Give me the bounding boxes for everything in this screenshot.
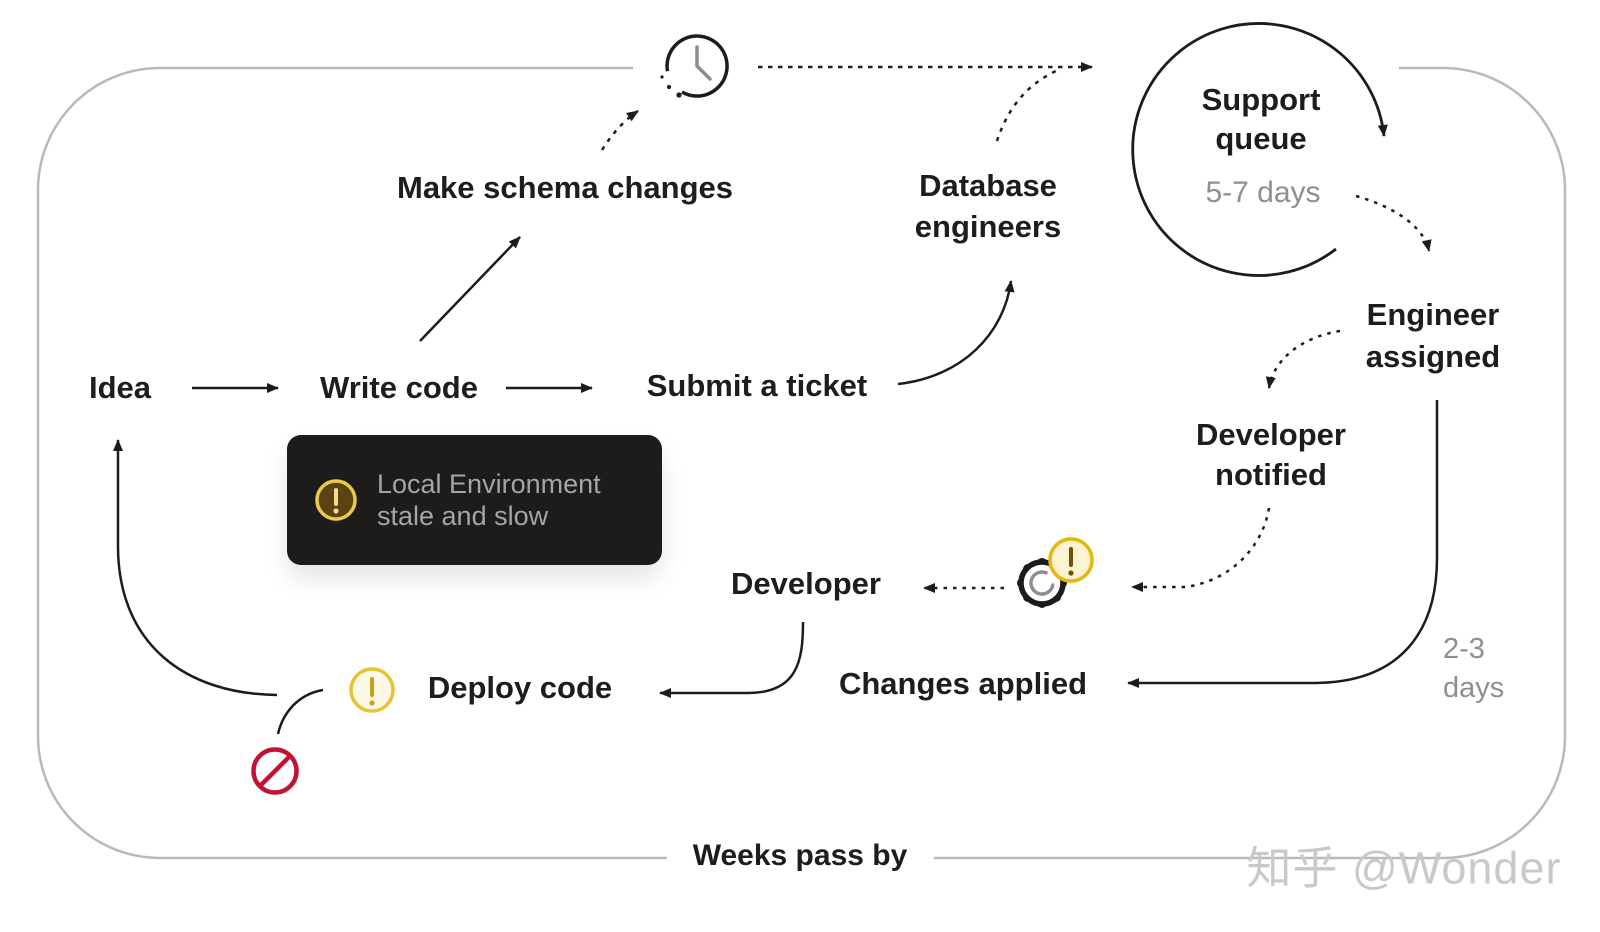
- warning-icon: [349, 667, 395, 713]
- arrow-developer-to-deploy-code: [659, 621, 805, 698]
- node-idea: Idea: [88, 370, 152, 405]
- broken-loop-segment: [276, 688, 324, 735]
- turnaround-duration: 2-3 days: [1443, 633, 1505, 704]
- prohibition-icon: [251, 747, 299, 795]
- node-make-schema-changes: Make schema changes: [396, 170, 734, 205]
- alert-badge-icon: [1048, 537, 1094, 583]
- node-developer-notified: Developer notified: [1196, 417, 1346, 492]
- support-queue-duration: 5-7 days: [1205, 176, 1321, 209]
- node-support-queue: Support queue: [1201, 82, 1321, 156]
- node-submit-ticket: Submit a ticket: [646, 368, 868, 403]
- node-changes-applied: Changes applied: [838, 666, 1088, 701]
- node-developer: Developer: [731, 566, 881, 601]
- arrow-schema-to-clock: [600, 109, 639, 151]
- arrow-queue-to-engineer-assigned: [1355, 194, 1432, 252]
- clock-icon: [660, 34, 729, 98]
- node-deploy-code: Deploy code: [427, 670, 613, 705]
- node-engineer-assigned: Engineer assigned: [1365, 297, 1501, 374]
- tooltip-text: Local Environment stale and slow: [377, 469, 601, 531]
- node-write-code: Write code: [320, 370, 478, 405]
- arrow-database-engineers-to-queue: [995, 69, 1057, 142]
- arrow-engineer-to-changes-applied: [1127, 400, 1439, 688]
- node-database-engineers: Database engineers: [914, 168, 1062, 244]
- arrow-loop-back-to-idea: [113, 439, 278, 697]
- weeks-pass-by-label: Weeks pass by: [666, 836, 934, 876]
- arrow-developer-notified-to-gear: [1131, 507, 1271, 592]
- arrow-submit-ticket-to-database-engineers: [897, 280, 1015, 386]
- watermark: 知乎 @Wonder: [1246, 842, 1562, 894]
- alert-icon: [315, 479, 357, 521]
- local-environment-tooltip: Local Environment stale and slow: [287, 435, 662, 565]
- arrow-engineer-to-developer-notified: [1265, 329, 1341, 389]
- support-queue-circle: [1131, 22, 1388, 277]
- arrow-write-code-to-schema: [419, 236, 521, 342]
